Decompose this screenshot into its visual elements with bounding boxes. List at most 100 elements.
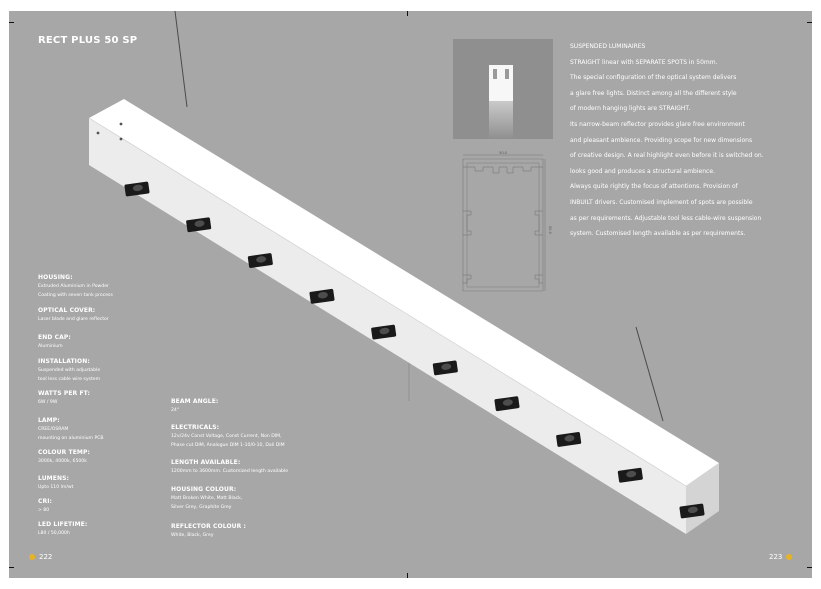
- spec-value: mounting on aluminium PCB: [38, 436, 104, 441]
- description-line: STRAIGHT linear with SEPARATE SPOTS in 5…: [570, 58, 718, 66]
- spec-label: Installation:: [38, 358, 90, 365]
- spec-item: Reflector colour : White, Black, Grey: [171, 523, 246, 540]
- description-heading: SUSPENDED LUMINAIRES: [570, 43, 646, 50]
- spec-value: Laser blade and glare reflector: [38, 317, 109, 322]
- dimension-height-label: 50.0: [548, 226, 552, 234]
- spec-label: Reflector colour :: [171, 523, 247, 530]
- crop-mark: [407, 11, 408, 16]
- spec-label: Housing colour:: [171, 486, 237, 493]
- description-line: looks good and produces a structural amb…: [570, 167, 715, 175]
- spec-value: Aluminium: [38, 344, 63, 349]
- spec-value: CREE/OSRAM: [38, 427, 69, 432]
- description-line: as per requirements. Adjustable tool les…: [570, 214, 762, 222]
- spec-item: Watts per ft: 6W / 9W: [38, 390, 90, 407]
- spot-group: [124, 181, 705, 519]
- spec-item: LED lifetime: L80 / 50,000h: [38, 521, 87, 538]
- page-number-right: 223: [769, 553, 793, 561]
- spec-value: 1200mm to 3600mm. Customized length avai…: [171, 469, 289, 474]
- spec-label: Watts per ft:: [38, 390, 91, 397]
- spot-light-icon: [309, 288, 335, 304]
- spec-label: Lumens:: [38, 475, 69, 482]
- spec-value: 12v/24v Const Voltage, Const Current, No…: [171, 434, 282, 439]
- description-line: of creative design. A real highlight eve…: [570, 152, 764, 160]
- spec-label: Housing:: [38, 274, 73, 281]
- page-number-left: 222: [29, 553, 52, 561]
- spec-item: Lamp: CREE/OSRAM mounting on aluminium PCB: [38, 417, 104, 443]
- product-title: RECT PLUS 50 SP: [38, 35, 138, 46]
- spec-label: Colour temp:: [38, 449, 90, 456]
- spot-light-icon: [186, 217, 212, 233]
- luminaire-image: [88, 11, 719, 534]
- spec-item: Installation: Suspended with adjustable to…: [38, 358, 100, 384]
- catalog-spread: RECT PLUS 50 SP Housing: Extruded Alumini…: [9, 11, 812, 578]
- spot-light-icon: [556, 432, 582, 447]
- crop-mark: [9, 22, 14, 23]
- spec-value: L80 / 50,000h: [38, 531, 70, 536]
- description-line: Always quite rightly the focus of attent…: [570, 183, 738, 191]
- spec-value: Silver Grey, Graphite Grey: [171, 505, 232, 510]
- spec-value: Upto 110 lm/wt: [38, 485, 74, 490]
- spec-value: Matt Broken White, Matt Black,: [171, 496, 243, 501]
- suspension-cable: [635, 326, 664, 422]
- spec-label: Electricals:: [171, 424, 220, 431]
- spec-value: 3000k, 4000k, 6500k: [38, 459, 87, 464]
- spec-value: White, Black, Grey: [171, 533, 214, 538]
- description-line: and pleasant ambience. Providing scope f…: [570, 136, 753, 144]
- spec-item: CRI: > 80: [38, 498, 52, 515]
- crop-mark: [807, 22, 812, 23]
- screw-icon: [96, 131, 100, 135]
- spot-light-icon: [494, 396, 520, 412]
- description-line: Its narrow-beam reflector provides glare…: [570, 120, 745, 128]
- spec-label: CRI:: [38, 498, 53, 505]
- screw-icon: [119, 122, 123, 126]
- spot-light-icon: [247, 253, 273, 268]
- spec-value: 24°: [171, 408, 180, 413]
- spec-item: Length available: 1200mm to 3600mm. Custo…: [171, 459, 288, 476]
- spec-item: Beam angle: 24°: [171, 398, 218, 415]
- spec-value: 6W / 9W: [38, 400, 58, 405]
- screw-icon: [119, 137, 123, 141]
- page-dot-icon: [29, 554, 35, 560]
- description-line: of modern hanging lights are STRAIGHT.: [570, 105, 691, 113]
- spec-item: Lumens: Upto 110 lm/wt: [38, 475, 73, 492]
- description-line: INBUILT drivers. Customised implement of…: [570, 198, 753, 206]
- description-line: system. Customised length available as p…: [570, 230, 746, 238]
- spec-item: End cap: Aluminium: [38, 334, 71, 351]
- spec-value: Extruded Aluminium in Powder: [38, 284, 109, 289]
- spec-label: Length available:: [171, 459, 241, 466]
- page-dot-icon: [786, 554, 793, 560]
- spot-light-icon: [124, 181, 150, 197]
- product-description: SUSPENDED LUMINAIRES STRAIGHT linear with…: [570, 39, 805, 242]
- spec-item: Housing colour: Matt Broken White, Matt B…: [171, 486, 242, 512]
- spec-item: Electricals: 12v/24v Const Voltage, Const…: [171, 424, 285, 450]
- page-number-text: 223: [769, 553, 783, 561]
- spec-value: Coating with seven tank process: [38, 293, 113, 298]
- crop-mark: [407, 573, 408, 578]
- spot-light-icon: [432, 360, 458, 376]
- description-line: The special configuration of the optical…: [570, 74, 737, 82]
- spec-value: Suspended with adjustable: [38, 368, 101, 373]
- spec-label: Lamp:: [38, 417, 60, 424]
- spec-value: tool less cable wire system: [38, 377, 101, 382]
- spot-light-icon: [679, 503, 705, 519]
- luminaire-top-face: [89, 99, 719, 486]
- dimension-width-label: 50.0: [499, 151, 507, 155]
- page-number-text: 222: [39, 553, 53, 561]
- spec-item: Housing: Extruded Aluminium in PowderCoat…: [38, 274, 113, 300]
- spec-item: Optical cover: Laser blade and glare refl…: [38, 307, 109, 324]
- spec-item: Colour temp: 3000k, 4000k, 6500k: [38, 449, 90, 466]
- spot-light-icon: [617, 467, 643, 483]
- spec-value: Phase cut DIM, Analogue DIM 1-10/0-10, D…: [171, 443, 285, 448]
- spec-label: Optical cover:: [38, 307, 96, 314]
- suspension-cable: [174, 11, 188, 108]
- description-line: a glare free lights. Distinct among all …: [570, 89, 737, 97]
- crop-mark: [807, 567, 812, 568]
- crop-mark: [9, 567, 14, 568]
- spec-label: Beam angle:: [171, 398, 219, 405]
- section-drawing: 50.0 50.0: [462, 151, 552, 292]
- spot-light-icon: [371, 324, 397, 340]
- spec-label: LED lifetime:: [38, 521, 88, 528]
- spec-value: > 80: [38, 508, 50, 513]
- profile-photo: [453, 39, 553, 139]
- spec-label: End cap:: [38, 334, 71, 341]
